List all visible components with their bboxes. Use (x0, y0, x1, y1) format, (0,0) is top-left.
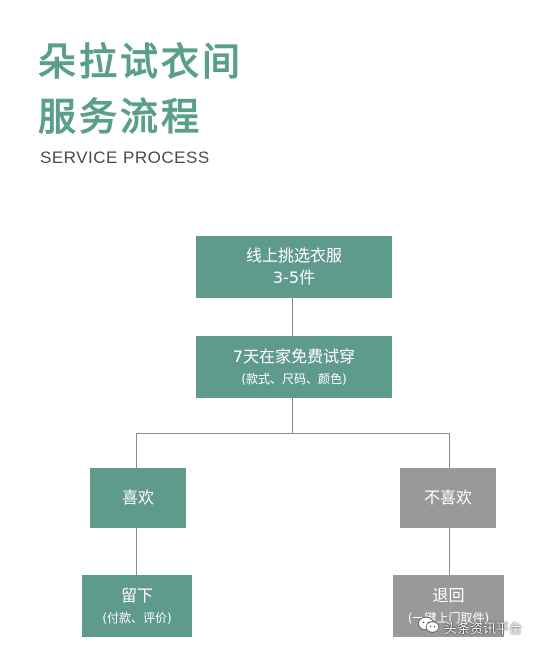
branch-like-label: 喜欢 (121, 488, 154, 507)
branch-like: 喜欢 (90, 468, 186, 528)
connector-dislike-return (449, 528, 450, 575)
watermark: 头条资讯平台 (418, 616, 522, 638)
watermark-text: 头条资讯平台 (444, 621, 523, 637)
result-return-label: 退回 (432, 586, 465, 605)
result-return: 退回 (一键上门取件) (393, 575, 504, 637)
connector-step1-step2 (292, 298, 293, 336)
step-free-trial-detail: (款式、尺码、颜色) (241, 372, 347, 386)
result-keep-detail: (付款、评价) (102, 611, 172, 625)
step-free-trial-label: 7天在家免费试穿 (232, 347, 356, 366)
step-select-clothes-count: 3-5件 (272, 268, 316, 287)
page-title-line1: 朵拉试衣间 (38, 40, 244, 84)
result-keep: 留下 (付款、评价) (82, 575, 192, 637)
wechat-icon (418, 616, 444, 638)
step-select-clothes: 线上挑选衣服 3-5件 (196, 236, 392, 298)
page-title-line2: 服务流程 (38, 95, 203, 139)
step-select-clothes-label: 线上挑选衣服 (245, 246, 342, 265)
branch-dislike: 不喜欢 (400, 468, 496, 528)
step-free-trial: 7天在家免费试穿 (款式、尺码、颜色) (196, 336, 392, 398)
connector-left-down (136, 433, 137, 468)
connector-step2-down (292, 398, 293, 434)
connector-right-down (449, 433, 450, 468)
page-subtitle: SERVICE PROCESS (40, 148, 210, 167)
result-keep-label: 留下 (120, 586, 153, 605)
branch-dislike-label: 不喜欢 (423, 488, 472, 507)
connector-horizontal (136, 433, 450, 434)
connector-like-keep (136, 528, 137, 575)
